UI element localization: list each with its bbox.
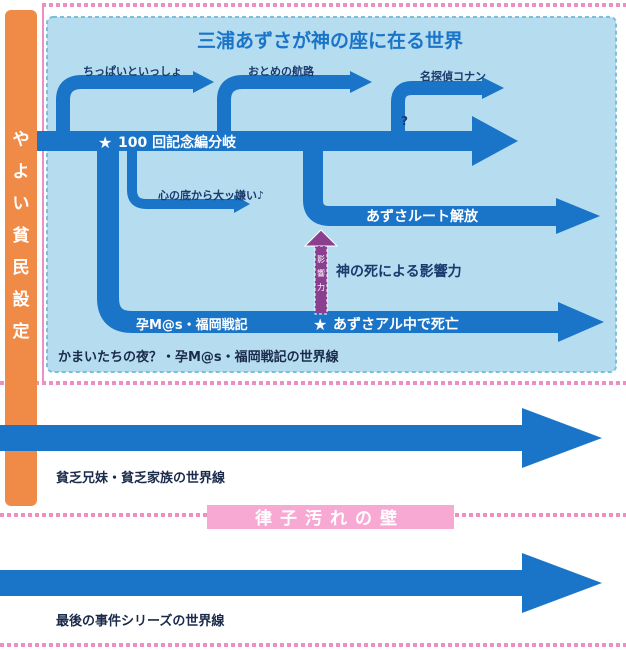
label-question: ?	[401, 114, 408, 128]
boundary-left	[40, 3, 44, 383]
star-icon: ★	[98, 133, 112, 152]
boundary-1	[0, 381, 626, 385]
sidebar-label-char: や	[13, 130, 30, 150]
sidebar-bar	[5, 10, 37, 506]
label-worldline-saigo: 最後の事件シリーズの世界線	[56, 613, 225, 629]
branch-meitantei	[391, 81, 484, 138]
sidebar-label-char: 貧	[13, 225, 30, 246]
label-azusa-death: あずさアル中で死亡	[333, 316, 459, 333]
sidebar-label-char: い	[13, 194, 30, 214]
branch-azusa-route	[303, 148, 558, 226]
god-world-panel	[46, 16, 617, 373]
sidebar-label-char: 民	[13, 258, 30, 278]
label-chippai: ちっぱいといっしょ	[83, 64, 182, 78]
label-branch-point: 100 回記念編分岐	[118, 134, 237, 151]
star-icon: ★	[313, 315, 327, 334]
branch-meitantei-head	[482, 77, 504, 99]
boundary-top	[40, 3, 626, 7]
boundary-3	[0, 643, 626, 647]
sidebar-label-char: 定	[13, 321, 30, 342]
branch-chippai	[56, 75, 195, 138]
influence-arrow	[303, 229, 339, 315]
label-otome: おとめの航路	[248, 64, 315, 78]
label-harami: 孕M@s・福岡戦記	[136, 317, 248, 333]
branch-harami	[97, 148, 560, 333]
label-kami-influence: 神の死による影響力	[336, 263, 462, 280]
branch-otome	[217, 75, 352, 138]
sidebar-label-char: よ	[13, 162, 30, 182]
main-arrow	[37, 116, 518, 166]
wall-box	[207, 505, 454, 529]
sidebar-label: やよい貧民設定	[13, 130, 31, 342]
branch-kokoro	[127, 148, 236, 209]
label-kokoro: 心の底から大ッ嫌い♪	[158, 188, 264, 202]
sidebar-label-char: 設	[13, 289, 31, 310]
branch-kokoro-head	[234, 195, 250, 213]
influence-badge-label: 影響力	[317, 254, 325, 292]
label-meitantei: 名探偵コナン	[420, 69, 486, 83]
label-azusa-route: あずさルート解放	[366, 208, 479, 225]
branch-chippai-head	[193, 71, 214, 93]
region-title: 三浦あずさが神の座に在る世界	[197, 29, 463, 52]
arrow-saigo	[0, 553, 602, 613]
branch-otome-head	[350, 71, 372, 93]
label-worldline-kamaitachi: かまいたちの夜？・孕M@s・福岡戦記の世界線	[58, 349, 340, 365]
label-worldline-hinbo: 貧乏兄妹・貧乏家族の世界線	[56, 470, 226, 486]
arrow-hinbo	[0, 408, 602, 468]
branch-azusa-route-head	[556, 198, 600, 234]
branch-harami-head	[558, 302, 604, 342]
wall-label: 律子汚れの壁	[254, 508, 405, 529]
